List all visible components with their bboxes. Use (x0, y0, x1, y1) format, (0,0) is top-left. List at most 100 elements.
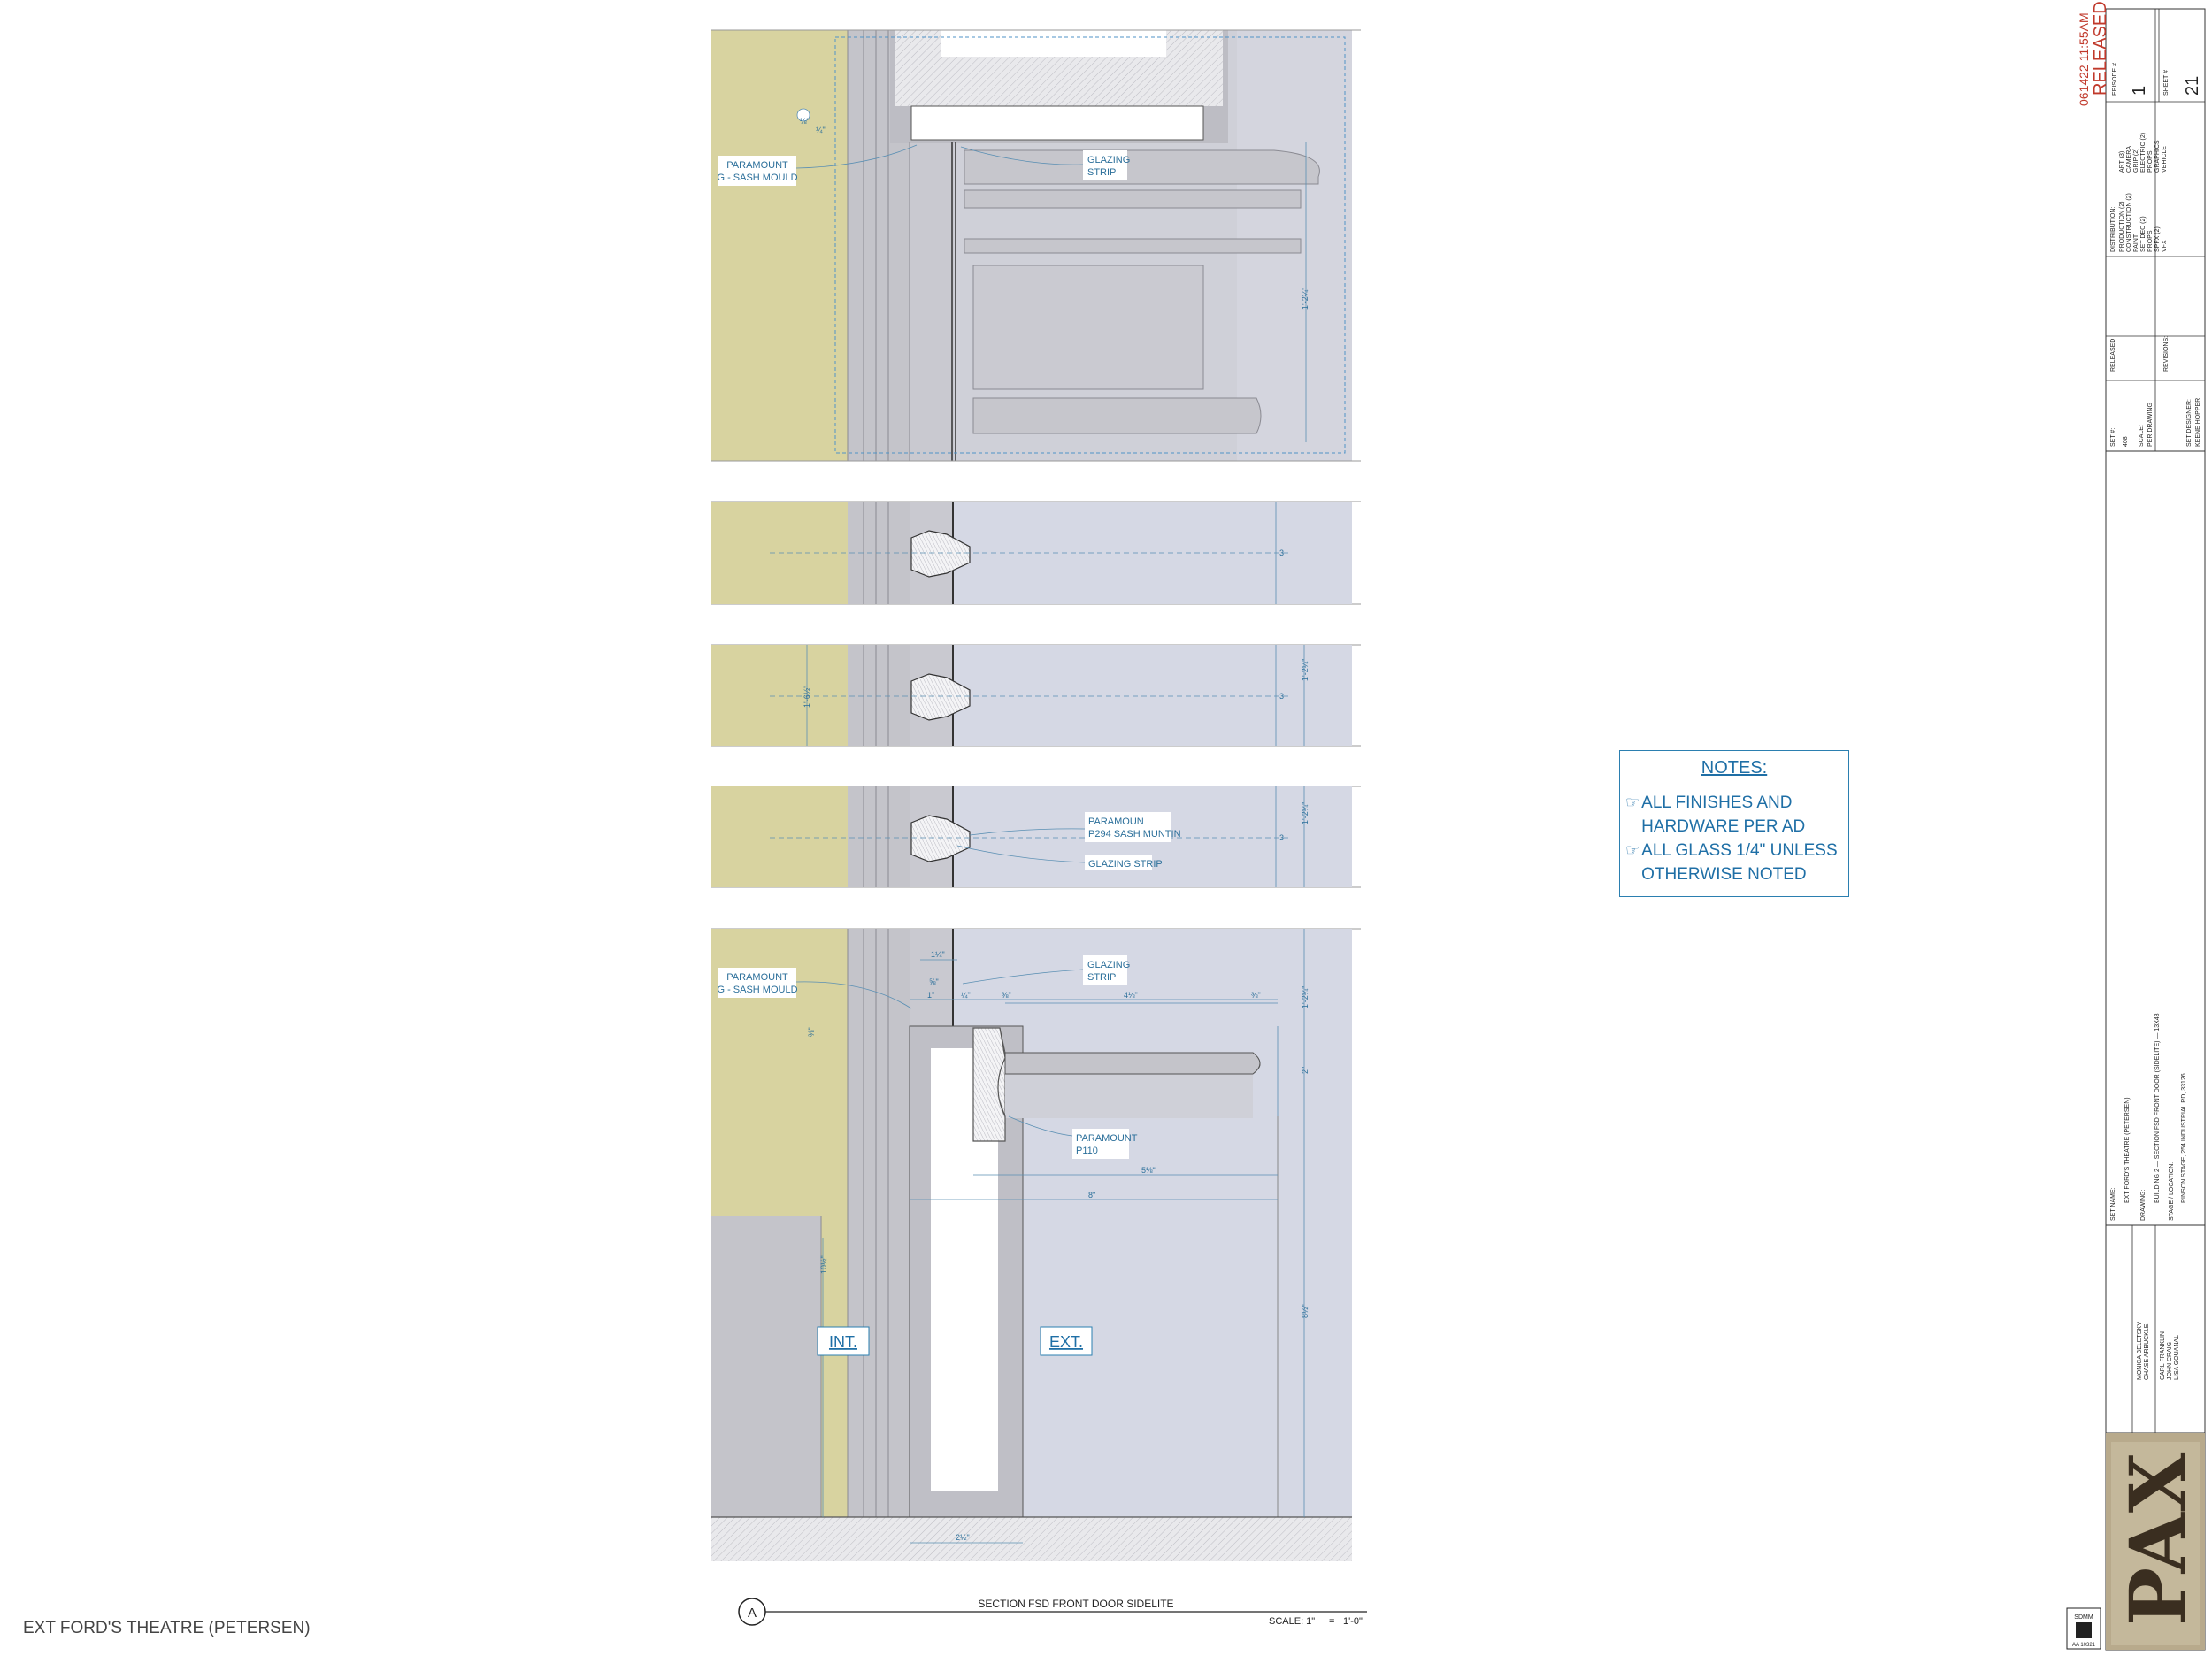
prod-designer: MONICA BELETSKY (2137, 1322, 2143, 1380)
stage-label: STAGE / LOCATION: (2169, 1162, 2175, 1221)
stage-value: RINSON STAGE, 254 INDUSTRIAL RD, 33126 (2181, 1073, 2187, 1203)
section-segment-muntin-3: 3 1'-2¼" PARAMOUN P294 SASH MUNTIN GLAZI… (711, 786, 1352, 887)
dim-muntin-height-2: 1'-2¼" (1301, 802, 1310, 824)
revisions-label: REVISIONS: (2163, 336, 2170, 372)
dim-8: 8" (1088, 1191, 1095, 1200)
label-sash-muntin-1: PARAMOUN (1088, 816, 1144, 827)
sheet-value: 21 (2183, 76, 2202, 96)
title-block: 061422 11:55AM RELEASED EPISODE # 1 SHEE… (2066, 1, 2206, 1651)
label-sash-mould-top-2: G - SASH MOULD (717, 172, 797, 183)
dist-item: VFX (2162, 240, 2168, 252)
dim-1-4-b: ¼" (961, 991, 971, 1000)
dim-3-8-b: ⅜" (1251, 991, 1261, 1000)
dist-item: GRAPHICS (2154, 140, 2161, 172)
label-glazing-strip-top-2: STRIP (1087, 167, 1116, 178)
crew-c: LISA GOUANAL (2174, 1335, 2180, 1380)
dist-item: SET DEC (2) (2140, 216, 2147, 252)
section-segment-bottom: 1¼" ⅝" 1" ¼" ⅜" 4⅛" ⅜" 1'-2¼" 2" 5⅛" 8" … (711, 929, 1352, 1561)
label-p110-1: PARAMOUNT (1076, 1133, 1138, 1144)
dim-small-top-2: ¼" (816, 126, 826, 134)
scale-eq: = (1329, 1616, 1334, 1627)
art-director: CHASE ARBUCKLE (2144, 1323, 2150, 1380)
section-marker: A (748, 1606, 757, 1621)
note-item: ☞ALL GLASS 1/4" UNLESS OTHERWISE NOTED (1620, 839, 1848, 886)
dim-5-8-a: ⅝" (929, 978, 939, 986)
set-designer-value: KEENE HOPPER (2195, 398, 2201, 447)
distribution-list-1: PRODUCTION (2) CONSTRUCTION (2) PAINT SE… (2119, 193, 2168, 252)
dim-muntin-height-1: 1'-2¼" (1301, 659, 1310, 681)
set-num-value: 408 (2123, 436, 2129, 447)
dim-8-right: 8½" (1301, 1304, 1310, 1318)
crew-b: JOHN CRAIG (2167, 1342, 2173, 1380)
label-sash-mould-bottom-2: G - SASH MOULD (717, 985, 797, 995)
dim-5-1-8: 5⅛" (1141, 1166, 1156, 1175)
label-ext: EXT. (1049, 1333, 1083, 1351)
note-1-line-1: ALL FINISHES AND (1641, 794, 1793, 812)
dist-item: PROPS (2147, 230, 2154, 252)
note-2-line-1: ALL GLASS 1/4" UNLESS (1641, 841, 1838, 860)
drawing-value: BUILDING 2 — SECTION FSD FRONT DOOR (SID… (2154, 1013, 2161, 1203)
pointing-hand-icon: ☞ (1625, 794, 1640, 811)
stamp-status: RELEASED (2091, 1, 2110, 96)
set-num-label: SET #: (2110, 428, 2116, 447)
dim-muntin-3b: 3 (1279, 692, 1284, 701)
set-designer-label: SET DESIGNER: (2186, 399, 2193, 447)
dim-muntin-3a: 3 (1279, 548, 1284, 557)
section-title-bar: A SECTION FSD FRONT DOOR SIDELITE SCALE:… (738, 1598, 1367, 1627)
dim-right-1-2: 1'-2¼" (1301, 986, 1310, 1008)
episode-value: 1 (2130, 86, 2149, 96)
scale-block-value: PER DRAWING (2147, 402, 2154, 447)
dist-item: CAMERA (2126, 146, 2132, 172)
dim-small-top: ⅛" (800, 117, 810, 126)
set-name-value: EXT FORD'S THEATRE (PETERSEN) (2124, 1097, 2131, 1203)
drawing-label: DRAWING: (2140, 1189, 2147, 1221)
dist-item: ART (3) (2119, 151, 2125, 172)
label-p110-2: P110 (1076, 1146, 1098, 1156)
set-name-label: SET NAME: (2110, 1187, 2116, 1221)
dist-item: PROPS (2147, 150, 2154, 172)
dist-item: CONSTRUCTION (2) (2126, 193, 2132, 252)
stamp-time: 061422 11:55AM (2077, 12, 2091, 106)
note-2-line-2: OTHERWISE NOTED (1641, 865, 1807, 884)
label-glazing-strip-top-1: GLAZING (1087, 155, 1130, 165)
union-label: SDMM (2074, 1614, 2093, 1621)
dim-muntin-3c: 3 (1279, 833, 1284, 842)
distribution-label: DISTRIBUTION: (2110, 207, 2116, 252)
distribution-list-2: ART (3) CAMERA GRIP (2) ELECTRIC (2) PRO… (2119, 133, 2168, 172)
union-number: AA 10321 (2072, 1643, 2096, 1648)
dist-item: ELECTRIC (2) (2140, 133, 2147, 172)
dist-item: PRODUCTION (2) (2119, 201, 2125, 252)
section-segment-muntin-1: 3 (711, 502, 1352, 604)
dist-item: PAINT (2133, 234, 2139, 252)
note-1-line-2: HARDWARE PER AD (1641, 817, 1806, 836)
dim-10: 10½" (819, 1255, 828, 1274)
section-segment-top: PARAMOUNT G - SASH MOULD GLAZING STRIP 1… (711, 30, 1352, 461)
label-glazing-strip-bottom-1: GLAZING (1087, 960, 1130, 970)
crew-a: CARL FRANKLIN (2160, 1331, 2166, 1380)
dist-item: GRIP (2) (2133, 149, 2139, 173)
section-title: SECTION FSD FRONT DOOR SIDELITE (978, 1598, 1173, 1610)
label-sash-mould-top-1: PARAMOUNT (726, 160, 788, 171)
dist-item: SPFX (2) (2154, 226, 2161, 252)
episode-label: EPISODE # (2112, 63, 2118, 96)
footer-set-name: EXT FORD'S THEATRE (PETERSEN) (23, 1619, 311, 1637)
label-int: INT. (829, 1333, 857, 1351)
scale-label: SCALE: 1" (1269, 1616, 1315, 1627)
label-sash-mould-bottom-1: PARAMOUNT (726, 972, 788, 983)
label-glazing-strip-mid: GLAZING STRIP (1088, 859, 1163, 870)
released-label: RELEASED (2110, 339, 2116, 372)
scale-block-label: SCALE: (2139, 425, 2145, 447)
dim-4-1-8: 4⅛" (1124, 991, 1138, 1000)
sheet-label: SHEET # (2163, 70, 2170, 96)
dim-1: 1" (927, 991, 934, 1000)
dim-right-2: 2" (1301, 1067, 1310, 1074)
pointing-hand-icon: ☞ (1625, 841, 1640, 859)
scale-value: 1'-0" (1343, 1616, 1363, 1627)
label-glazing-strip-bottom-2: STRIP (1087, 972, 1116, 983)
dim-2-bottom: 2½" (956, 1533, 970, 1542)
notes-title: NOTES: (1701, 758, 1768, 778)
label-sash-muntin-2: P294 SASH MUNTIN (1088, 829, 1181, 840)
dim-left-1-6: 1'-6½" (803, 686, 811, 708)
